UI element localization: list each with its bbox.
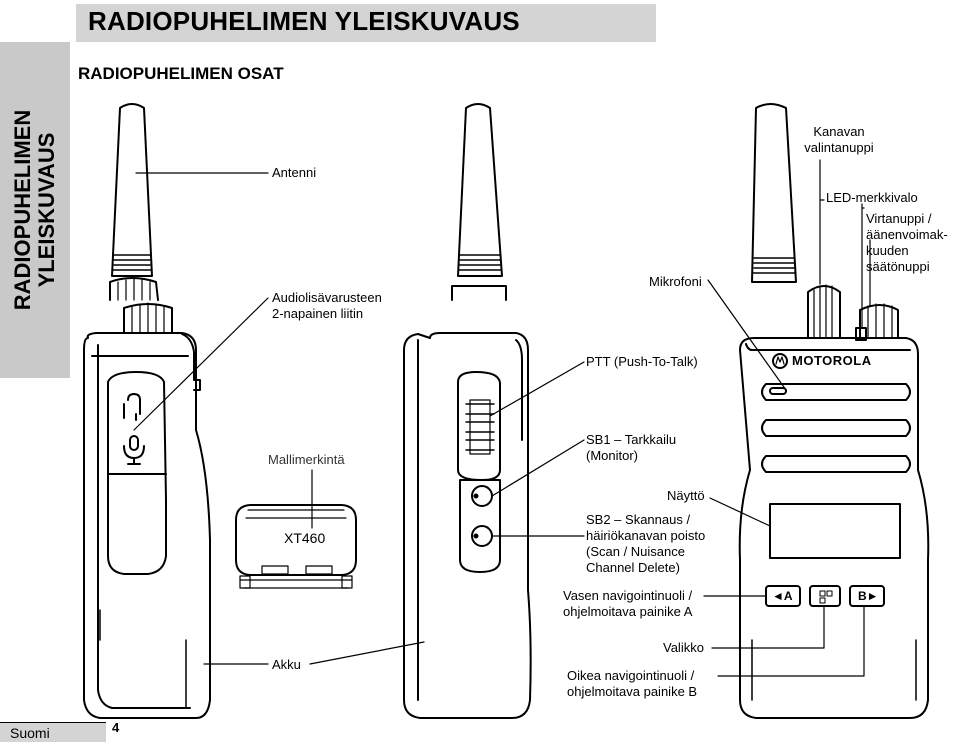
- label-power-l2: äänenvoimak-: [866, 227, 948, 242]
- label-led: LED-merkkivalo: [826, 190, 918, 205]
- label-sb2-l3: (Scan / Nuisance: [586, 544, 685, 559]
- label-sb1-l1: SB1 – Tarkkailu: [586, 432, 677, 447]
- model-plate: [235, 504, 357, 589]
- label-sb2-l1: SB2 – Skannaus /: [586, 512, 691, 527]
- model-name: XT460: [284, 530, 326, 546]
- label-power-l3: kuuden: [866, 243, 909, 258]
- label-accessory-l2: 2-napainen liitin: [272, 306, 364, 321]
- footer-language: Suomi: [10, 725, 50, 741]
- radio-side-view: [83, 103, 211, 719]
- label-sb2-l2: häiriökanavan poisto: [586, 528, 706, 543]
- page-number: 4: [112, 720, 120, 735]
- label-sb1-l2: (Monitor): [586, 448, 639, 463]
- radio-front-view: [738, 103, 930, 719]
- label-display: Näyttö: [667, 488, 705, 503]
- label-right-nav-l2: ohjelmoitava painike B: [567, 684, 698, 699]
- section-title: RADIOPUHELIMEN OSAT: [78, 64, 284, 83]
- label-battery: Akku: [272, 657, 301, 672]
- label-menu: Valikko: [663, 640, 704, 655]
- nav-left-button: ◄A: [772, 589, 793, 603]
- footer-rule: [0, 722, 106, 723]
- label-channel-l1: Kanavan: [813, 124, 865, 139]
- footer-language-tab: Suomi: [0, 722, 106, 742]
- label-accessory-l1: Audiolisävarusteen: [272, 290, 382, 305]
- label-left-nav-l2: ohjelmoitava painike A: [563, 604, 693, 619]
- label-channel-l2: valintanuppi: [804, 140, 874, 155]
- label-model-marking: Mallimerkintä: [268, 452, 345, 467]
- label-left-nav-l1: Vasen navigointinuoli /: [563, 588, 693, 603]
- leader-lines: [133, 159, 871, 677]
- brand-logo-text: MOTOROLA: [792, 353, 872, 368]
- label-sb2-l4: Channel Delete): [586, 560, 680, 575]
- page-title-bar: RADIOPUHELIMEN YLEISKUVAUS: [76, 4, 656, 42]
- side-chapter-tab: RADIOPUHELIMEN YLEISKUVAUS: [0, 42, 70, 378]
- label-power-l1: Virtanuppi /: [866, 211, 932, 226]
- label-right-nav-l1: Oikea navigointinuoli /: [567, 668, 695, 683]
- nav-right-button: B►: [858, 589, 879, 603]
- label-antenna: Antenni: [272, 165, 317, 180]
- label-microphone: Mikrofoni: [649, 274, 702, 289]
- label-power-l4: säätönuppi: [866, 259, 930, 274]
- label-ptt: PTT (Push-To-Talk): [586, 354, 698, 369]
- page-title: RADIOPUHELIMEN YLEISKUVAUS: [88, 6, 520, 36]
- radio-back-view: [403, 103, 532, 719]
